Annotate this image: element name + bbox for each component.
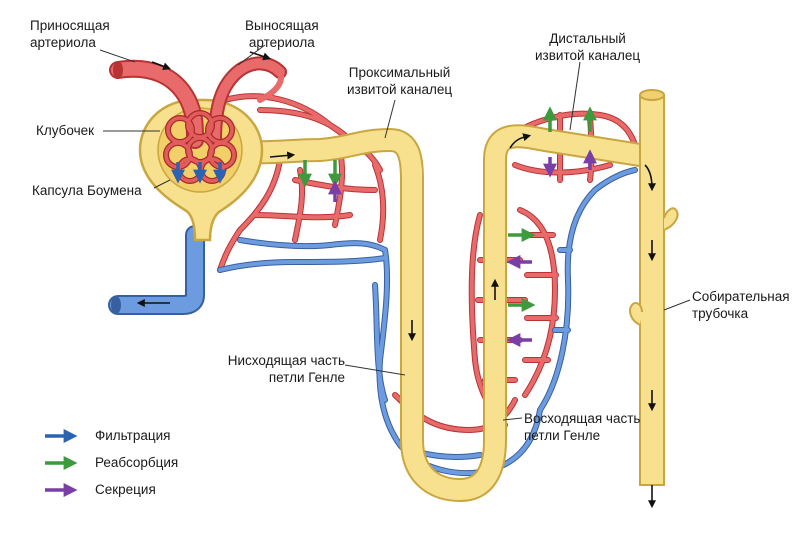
- legend-swatches: [45, 429, 78, 497]
- label-afferent-arteriole: Приносящая артериола: [30, 18, 110, 50]
- secretion-arrows: [328, 149, 597, 347]
- collecting-duct: [629, 89, 679, 486]
- reabsorption-arrows: [298, 106, 597, 312]
- glomerulus: [109, 56, 287, 184]
- filtration-arrows: [171, 162, 227, 184]
- label-distal-tubule: Дистальный извитой каналец: [535, 31, 641, 63]
- legend-label-secretion: Секреция: [95, 482, 156, 497]
- leader-lines: [99, 44, 691, 421]
- label-collecting-duct: Собирательная трубочка: [692, 289, 790, 321]
- legend-label-filtration: Фильтрация: [95, 428, 171, 443]
- legend-label-reabsorption: Реабсорбция: [95, 455, 179, 470]
- label-proximal-tubule: Проксимальный извитой каналец: [347, 65, 453, 97]
- label-efferent-arteriole: Выносящая артериола: [245, 18, 319, 50]
- label-ascending-limb: Восходящая часть петли Генле: [524, 411, 641, 443]
- flow-arrows: [136, 51, 656, 509]
- label-descending-limb: Нисходящая часть петли Генле: [227, 353, 345, 385]
- nephron-tubule: [213, 124, 652, 502]
- renal-vein: [108, 225, 205, 315]
- label-bowman-capsule: Капсула Боумена: [32, 183, 142, 198]
- label-glomerulus: Клубочек: [36, 123, 95, 138]
